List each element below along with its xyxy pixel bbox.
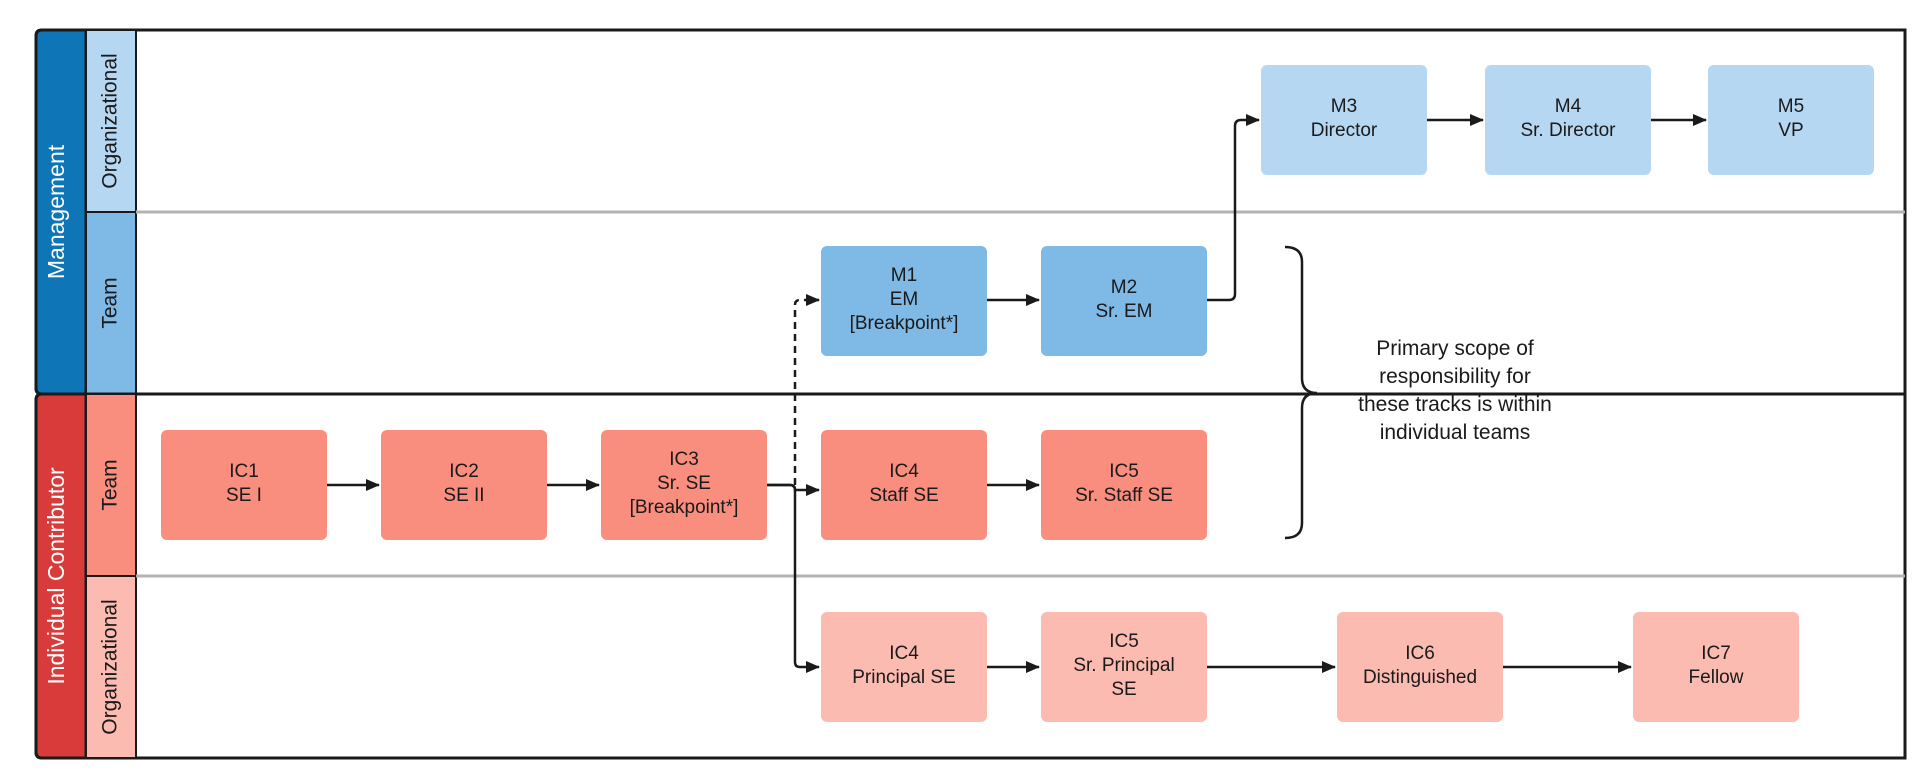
node-m5-line-2: VP: [1778, 120, 1803, 141]
node-m1-line-3: [Breakpoint*]: [850, 313, 959, 334]
arrow-ic3-ic4-principal: [767, 483, 820, 673]
nodes: M3 Director M4 Sr. Director M5 VP M1 EM …: [161, 65, 1874, 722]
node-m2-line-2: Sr. EM: [1095, 301, 1152, 322]
scope-note-line-2: responsibility for: [1379, 365, 1531, 388]
node-m1-line-2: EM: [890, 289, 919, 310]
lane-management-team-label: Team: [99, 277, 122, 328]
node-ic5-staff: IC5 Sr. Staff SE: [1041, 430, 1207, 540]
node-ic3-line-3: [Breakpoint*]: [630, 497, 739, 518]
node-ic5-staff-line-1: IC5: [1109, 461, 1139, 482]
node-ic6-line-1: IC6: [1405, 643, 1435, 664]
node-m1-line-1: M1: [891, 265, 917, 286]
node-m4: M4 Sr. Director: [1485, 65, 1651, 175]
node-ic1: IC1 SE I: [161, 430, 327, 540]
node-ic2-line-2: SE II: [443, 485, 484, 506]
node-ic2: IC2 SE II: [381, 430, 547, 540]
node-ic5-principal: IC5 Sr. Principal SE: [1041, 612, 1207, 722]
lane-ic-team: [85, 393, 137, 577]
node-m2: M2 Sr. EM: [1041, 246, 1207, 356]
lane-ic-organizational-label: Organizational: [99, 599, 122, 734]
node-ic7: IC7 Fellow: [1633, 612, 1799, 722]
scope-note: Primary scope of responsibility for thes…: [1358, 337, 1552, 444]
node-m5-line-1: M5: [1778, 96, 1804, 117]
individual-contributor-group-label: Individual Contributor: [43, 467, 69, 685]
node-ic4-principal: IC4 Principal SE: [821, 612, 987, 722]
node-m4-line-1: M4: [1555, 96, 1582, 117]
node-m2-line-1: M2: [1111, 277, 1137, 298]
node-ic7-line-2: Fellow: [1689, 667, 1744, 688]
node-ic5-principal-line-1: IC5: [1109, 631, 1139, 652]
scope-note-line-1: Primary scope of: [1376, 337, 1534, 360]
node-m1: M1 EM [Breakpoint*]: [821, 246, 987, 356]
node-m3-line-1: M3: [1331, 96, 1357, 117]
lane-ic-organizational: [85, 575, 137, 759]
scope-bracket: [1284, 245, 1318, 540]
node-ic5-principal-line-2: Sr. Principal: [1073, 655, 1174, 676]
lane-management-organizational-label: Organizational: [99, 53, 122, 188]
node-ic3-line-1: IC3: [669, 449, 699, 470]
node-ic4-principal-line-1: IC4: [889, 643, 919, 664]
node-m4-line-2: Sr. Director: [1520, 120, 1616, 141]
management-group-label: Management: [43, 144, 69, 279]
node-ic6: IC6 Distinguished: [1337, 612, 1503, 722]
node-ic5-principal-line-3: SE: [1111, 679, 1136, 700]
node-ic4-staff-line-2: Staff SE: [869, 485, 938, 506]
scope-note-line-4: individual teams: [1380, 421, 1531, 444]
node-m5: M5 VP: [1708, 65, 1874, 175]
lane-ic-team-label: Team: [99, 459, 122, 510]
node-ic4-staff-line-1: IC4: [889, 461, 919, 482]
node-m3-line-2: Director: [1311, 120, 1378, 141]
node-m3: M3 Director: [1261, 65, 1427, 175]
scope-note-line-3: these tracks is within: [1358, 393, 1552, 416]
node-ic4-staff: IC4 Staff SE: [821, 430, 987, 540]
arrow-m2-m3: [1207, 114, 1260, 302]
connectors: [327, 114, 1707, 673]
node-ic1-line-1: IC1: [229, 461, 259, 482]
node-ic6-line-2: Distinguished: [1363, 667, 1477, 688]
node-ic1-line-2: SE I: [226, 485, 262, 506]
node-ic3-line-2: Sr. SE: [657, 473, 711, 494]
arrow-ic3-m1-dashed: [793, 294, 820, 485]
lane-management-team: [85, 211, 137, 395]
node-ic3: IC3 Sr. SE [Breakpoint*]: [601, 430, 767, 540]
node-ic4-principal-line-2: Principal SE: [852, 667, 956, 688]
node-ic7-line-1: IC7: [1701, 643, 1731, 664]
node-ic5-staff-line-2: Sr. Staff SE: [1075, 485, 1173, 506]
node-ic2-line-1: IC2: [449, 461, 479, 482]
